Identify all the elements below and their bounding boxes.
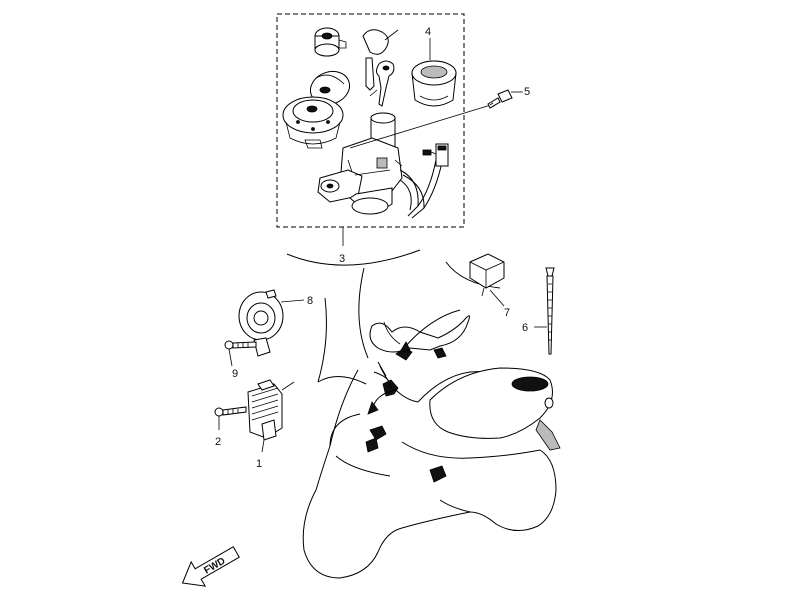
keys bbox=[362, 29, 399, 107]
callout-3: 3 bbox=[339, 253, 345, 265]
fwd-arrow-icon bbox=[181, 546, 240, 587]
screw-part-5 bbox=[487, 89, 523, 109]
switch-harness bbox=[399, 143, 449, 219]
main-switch-kit-group bbox=[276, 13, 495, 228]
callout-5: 5 bbox=[524, 86, 530, 98]
horn-part-8 bbox=[238, 289, 305, 357]
rectifier-part-1 bbox=[247, 379, 295, 453]
callout-8: 8 bbox=[307, 295, 313, 307]
callout-4: 4 bbox=[425, 26, 431, 38]
scooter-outline bbox=[286, 249, 561, 579]
callout-2: 2 bbox=[215, 436, 221, 448]
callout-6: 6 bbox=[522, 322, 528, 334]
leader-to-screw bbox=[349, 103, 495, 149]
fwd-direction-arrow: FWD bbox=[181, 546, 240, 587]
lock-cap bbox=[309, 70, 351, 106]
main-switch-body bbox=[317, 112, 403, 215]
callout-1: 1 bbox=[256, 458, 262, 470]
cover-part-4 bbox=[411, 60, 457, 107]
lock-cylinder-small bbox=[314, 27, 347, 57]
bolt-part-2 bbox=[214, 406, 247, 430]
fuel-cap-lock bbox=[282, 96, 344, 149]
bolt-part-9 bbox=[224, 340, 257, 367]
relay-part-7 bbox=[469, 253, 505, 307]
callout-9: 9 bbox=[232, 368, 238, 380]
cable-tie-part-6 bbox=[534, 267, 555, 355]
fwd-label: FWD bbox=[202, 556, 227, 577]
callout-7: 7 bbox=[504, 307, 510, 319]
